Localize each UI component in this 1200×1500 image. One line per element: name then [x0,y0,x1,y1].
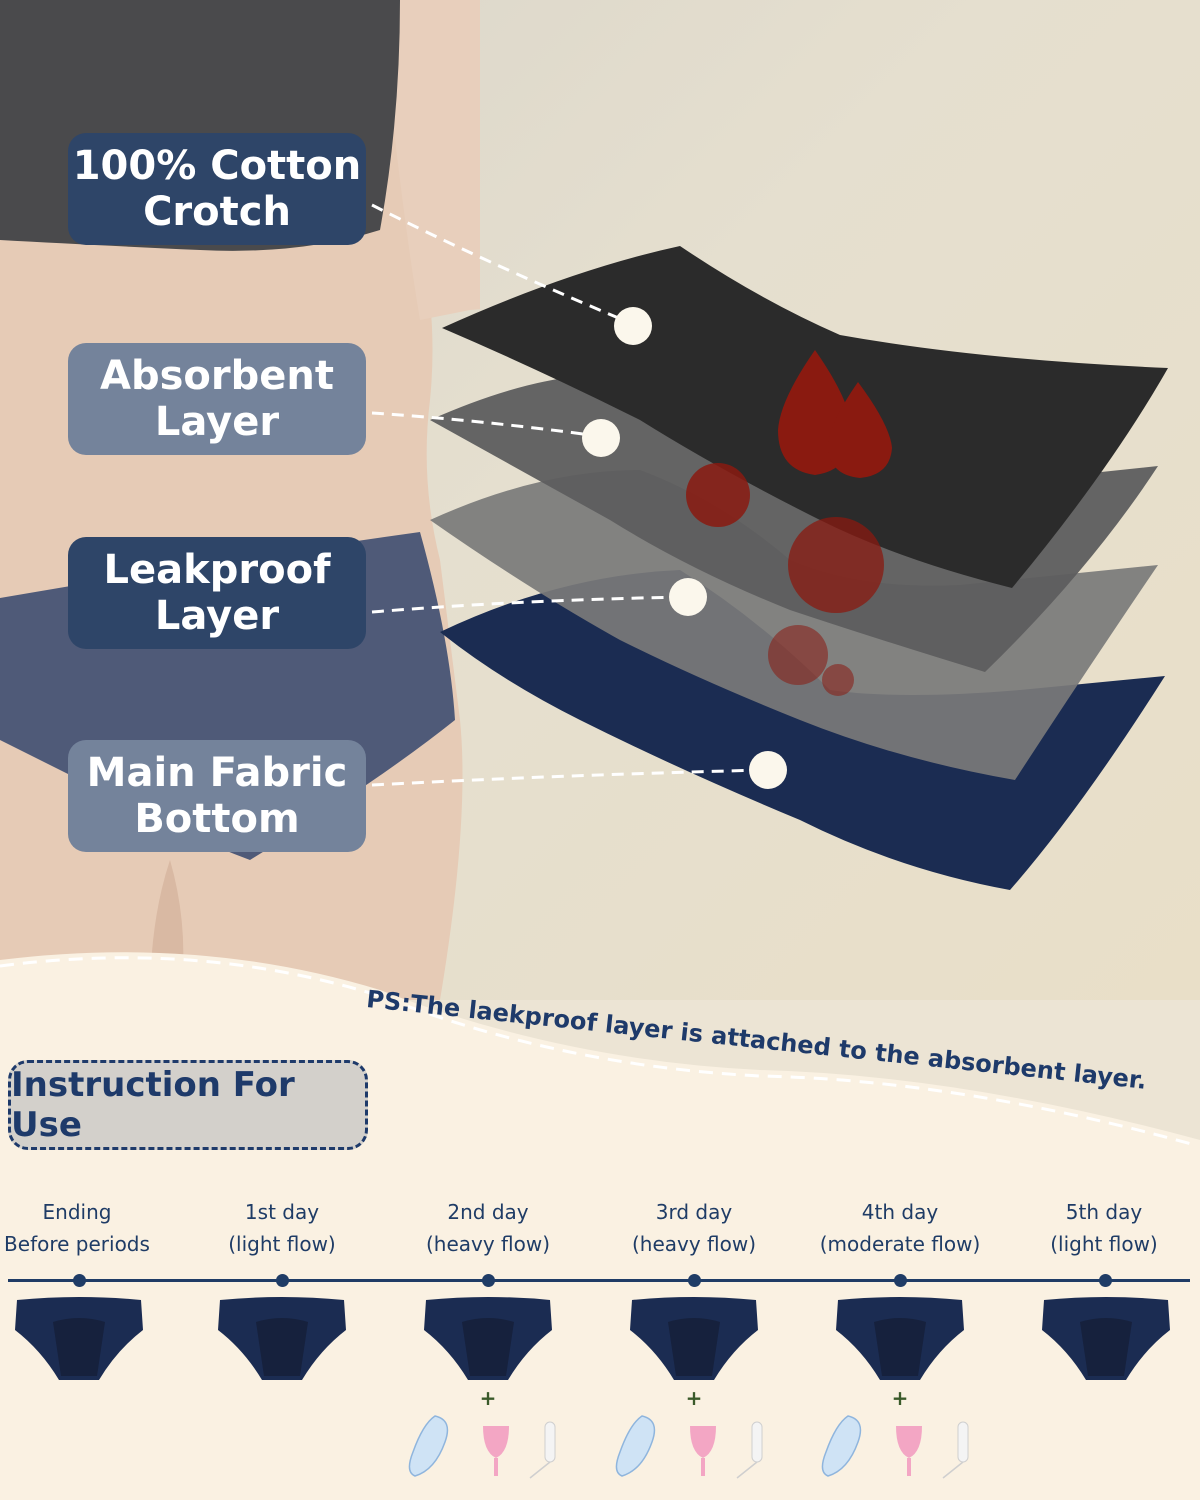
day-label-2nd: 2nd day (heavy flow) [425,1200,551,1256]
callout-absorbent-layer: Absorbent Layer [68,343,366,455]
tampon-icon [529,1421,556,1479]
plus-sign: + [685,1386,703,1410]
day-label-ending: Ending Before periods [4,1200,150,1256]
connector-line [371,203,629,324]
timeline-dot [688,1274,701,1287]
callout-main-fabric: Main Fabric Bottom [68,740,366,852]
period-brief-icon [1042,1297,1170,1380]
pad-icon [615,1415,656,1477]
cup-icon [483,1426,509,1476]
callout-line: 100% Cotton [72,143,362,189]
timeline-dot [482,1274,495,1287]
callout-leakproof-layer: Leakproof Layer [68,537,366,649]
tampon-icon [942,1421,969,1479]
callout-line: Crotch [143,189,291,235]
callout-line: Bottom [134,796,300,842]
pad-icon [821,1415,862,1477]
plus-sign: + [479,1386,497,1410]
menstrual-products-icon [408,1415,556,1479]
wave-dashed-line [0,956,1196,1147]
instruction-title: Instruction For Use [8,1060,368,1150]
tampon-icon [736,1421,763,1479]
timeline-dot [73,1274,86,1287]
connector-dot [582,419,620,457]
period-brief-icon [836,1297,964,1380]
timeline-dot [1099,1274,1112,1287]
connector-line [371,411,599,438]
layer-leakproof [430,470,1158,780]
blood-stain [686,463,750,527]
callout-line: Layer [154,593,280,639]
day-label-3rd: 3rd day (heavy flow) [631,1200,757,1256]
layer-main-fabric [440,570,1165,890]
blood-stain [822,664,854,696]
plus-sign: + [891,1386,909,1410]
callout-line: Layer [154,399,280,445]
cup-icon [690,1426,716,1476]
timeline-dot [894,1274,907,1287]
arm-skin [380,0,480,320]
blood-stain [788,517,884,613]
blood-drop-icon [828,382,892,478]
menstrual-products-icon [615,1415,763,1479]
period-brief-icon [218,1297,346,1380]
callout-line: Main Fabric [86,750,348,796]
pad-icon [408,1415,449,1477]
connector-dot [669,578,707,616]
timeline-line [8,1279,1190,1282]
timeline-dot [276,1274,289,1287]
period-brief-icon [424,1297,552,1380]
callout-cotton-crotch: 100% Cotton Crotch [68,133,366,245]
connector-dot [749,751,787,789]
day-label-5th: 5th day (light flow) [1050,1200,1158,1256]
callout-line: Absorbent [100,353,334,399]
day-label-1st: 1st day (light flow) [228,1200,336,1256]
callout-line: Leakproof [103,547,331,593]
period-brief-icon [15,1297,143,1380]
menstrual-products-icon [821,1415,969,1479]
fabric-layers-diagram [371,203,1168,890]
connector-dot [614,307,652,345]
day-label-4th: 4th day (moderate flow) [819,1200,981,1256]
cup-icon [896,1426,922,1476]
connector-line [371,595,687,614]
period-brief-icon [630,1297,758,1380]
connector-line [371,768,767,787]
blood-stain [768,625,828,685]
